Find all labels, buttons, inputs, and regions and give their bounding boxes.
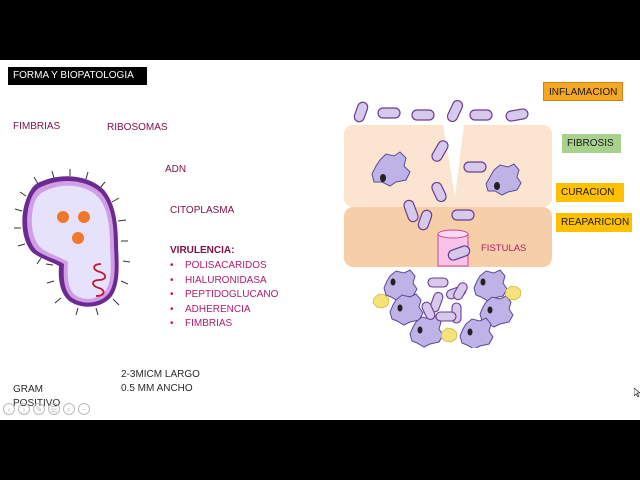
stage-fibrosis: FIBROSIS xyxy=(562,134,621,153)
forward-icon[interactable]: › xyxy=(18,403,30,415)
menu-icon[interactable]: ☰ xyxy=(48,403,60,415)
minus-icon[interactable]: − xyxy=(78,403,90,415)
label-ribosomas: RIBOSOMAS xyxy=(107,122,168,133)
edit-icon[interactable]: ✎ xyxy=(33,403,45,415)
bacteria-lower xyxy=(421,278,469,323)
label-fistulas: FISTULAS xyxy=(481,243,526,254)
virulencia-item: ADHERENCIA xyxy=(170,303,278,318)
tissue-diagram xyxy=(340,98,560,348)
slide-controls: ‹ › ✎ ☰ ⌕ − xyxy=(3,403,90,415)
virulencia-item: POLISACARIDOS xyxy=(170,259,278,274)
ribosome-dot xyxy=(72,232,84,244)
stage-curacion: CURACION xyxy=(556,183,624,202)
mouse-cursor-icon xyxy=(634,388,640,397)
size-length: 2-3MICM LARGO xyxy=(121,369,200,380)
stage-reaparicion: REAPARICION xyxy=(556,213,632,232)
slide: FORMA Y BIOPATOLOGIA FIMBRIAS RIBOSOMAS … xyxy=(0,60,640,420)
virulencia-heading: VIRULENCIA: xyxy=(170,245,234,256)
virulencia-list: POLISACARIDOS HIALURONIDASA PEPTIDOGLUCA… xyxy=(170,259,278,332)
bacterium-diagram xyxy=(8,166,132,320)
back-icon[interactable]: ‹ xyxy=(3,403,15,415)
label-citoplasma: CITOPLASMA xyxy=(170,205,234,216)
label-adn: ADN xyxy=(165,164,186,175)
gram-line1: GRAM xyxy=(13,384,43,395)
ribosome-dot xyxy=(57,211,69,223)
label-fimbrias: FIMBRIAS xyxy=(13,121,60,132)
virulencia-item: FIMBRIAS xyxy=(170,317,278,332)
virulencia-item: HIALURONIDASA xyxy=(170,274,278,289)
slide-title: FORMA Y BIOPATOLOGIA xyxy=(8,67,147,85)
virulencia-item: PEPTIDOGLUCANO xyxy=(170,288,278,303)
stage-inflamacion: INFLAMACION xyxy=(543,82,623,101)
size-width: 0.5 MM ANCHO xyxy=(121,383,193,394)
ribosome-dot xyxy=(78,211,90,223)
zoom-icon[interactable]: ⌕ xyxy=(63,403,75,415)
